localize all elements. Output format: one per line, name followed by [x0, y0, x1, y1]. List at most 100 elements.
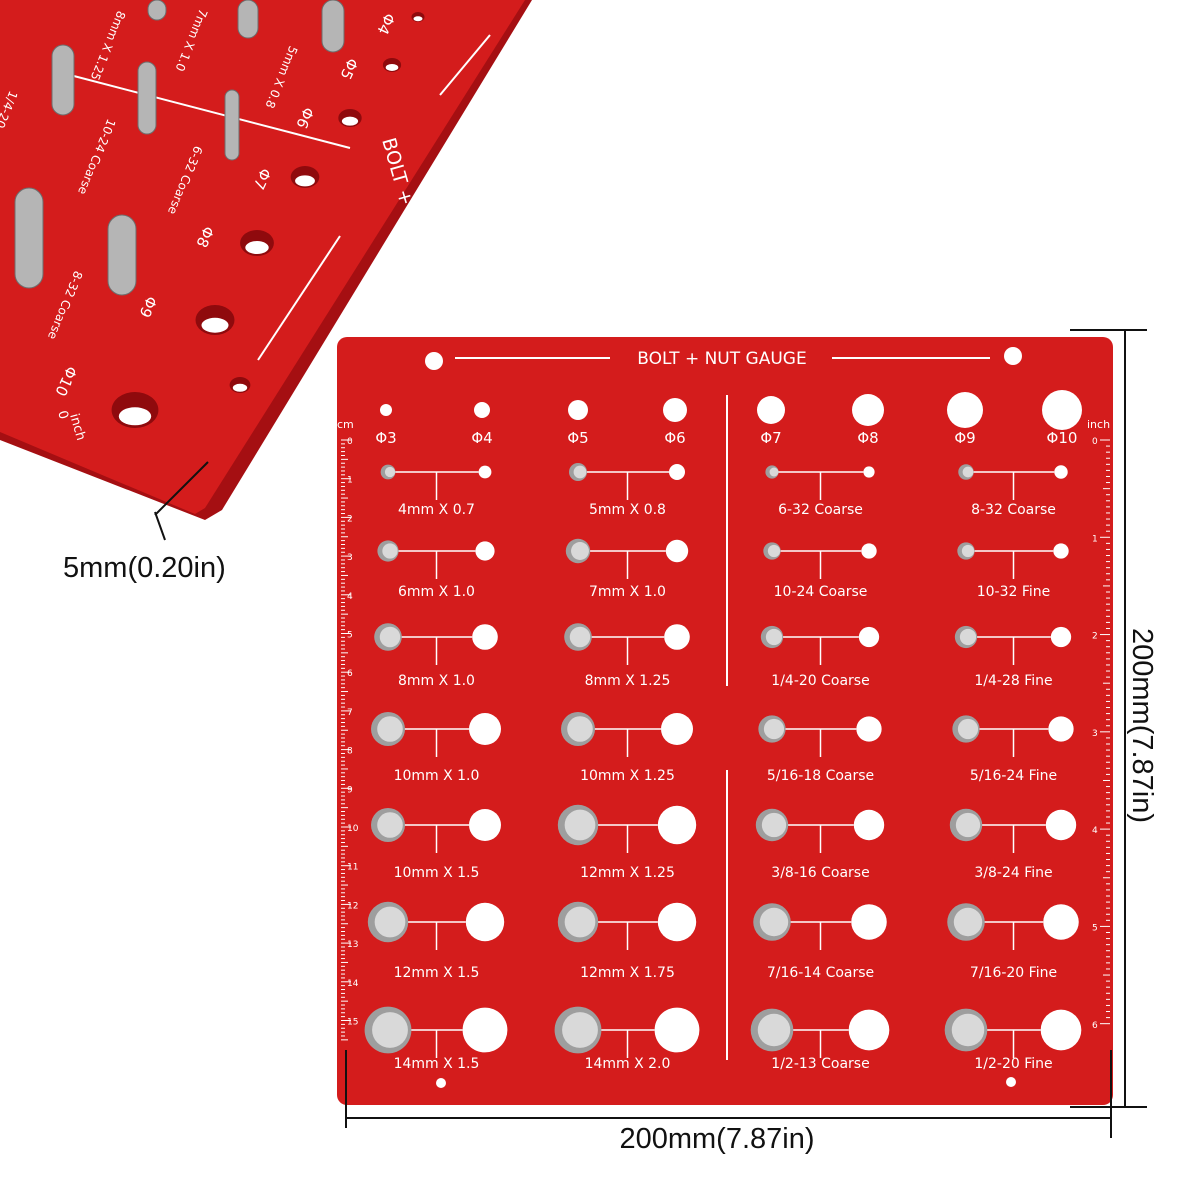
nut-hole	[853, 809, 885, 841]
thread-label: 12mm X 1.75	[580, 965, 675, 981]
ruler-right-label: 1	[1092, 534, 1098, 544]
nut-hole	[863, 466, 875, 478]
thread-label: 5/16-18 Coarse	[767, 768, 874, 784]
gauge-hole	[568, 400, 588, 420]
bolt-stud	[51, 44, 75, 116]
ruler-left-label: 1	[347, 476, 353, 486]
nut-hole	[478, 465, 492, 479]
gauge-slot: 12mm X 1.25	[557, 804, 697, 881]
gauge-slot: 7/16-20 Fine	[947, 903, 1079, 981]
gauge-slot: 10-24 Coarse	[763, 542, 877, 600]
gauge-slot: 10mm X 1.25	[561, 712, 693, 784]
hole-label: Φ10	[1047, 429, 1078, 447]
thread-label: 14mm X 1.5	[394, 1056, 480, 1072]
ruler-left-label: 10	[347, 824, 359, 834]
nut-hole	[475, 541, 495, 561]
thread-label: 8mm X 1.25	[585, 673, 671, 689]
thread-label: 1/4-20 Coarse	[771, 673, 869, 689]
thread-label: 5mm X 0.8	[589, 502, 666, 518]
gauge-slot: 1/4-20 Coarse	[760, 625, 880, 689]
thread-label: 12mm X 1.25	[580, 865, 675, 881]
gauge-slot: 10-32 Fine	[957, 542, 1069, 600]
perspective-ruler-zero: 0	[54, 409, 71, 421]
thickness-dimension: 5mm(0.20in)	[63, 552, 226, 584]
nut-hole	[661, 713, 693, 745]
nut-hole	[851, 904, 887, 940]
hole-label: Φ4	[471, 429, 492, 447]
gauge-slot: 10mm X 1.5	[371, 808, 501, 881]
nut-hole	[665, 539, 689, 563]
thread-label: 1/2-20 Fine	[974, 1056, 1052, 1072]
thread-label: 5/16-24 Fine	[970, 768, 1057, 784]
nut-hole	[465, 902, 505, 942]
nut-hole	[1050, 626, 1072, 648]
ruler-left-unit: cm	[337, 418, 354, 431]
gauge-slot: 12mm X 1.75	[557, 901, 697, 981]
thread-label: 10mm X 1.25	[580, 768, 675, 784]
thread-label: 7mm X 1.0	[589, 584, 666, 600]
gauge-hole	[852, 394, 884, 426]
gauge-slot: 14mm X 2.0	[554, 1006, 700, 1072]
thread-label: 10mm X 1.5	[394, 865, 480, 881]
ruler-left-label: 6	[347, 669, 353, 679]
ruler-left-label: 2	[347, 514, 353, 524]
nut-hole	[856, 716, 882, 742]
ruler-left-label: 12	[347, 901, 358, 911]
thread-label: 3/8-16 Coarse	[771, 865, 869, 881]
ruler-right-label: 6	[1092, 1021, 1098, 1031]
ruler-left-label: 13	[347, 940, 358, 950]
nut-hole	[1054, 465, 1068, 479]
nut-hole	[469, 713, 501, 745]
hole-label: Φ6	[664, 429, 685, 447]
thread-label: 4mm X 0.7	[398, 502, 475, 518]
nut-hole	[1048, 716, 1074, 742]
gauge-slot: 4mm X 0.7	[380, 464, 492, 518]
nut-hole	[1040, 1009, 1082, 1051]
ruler-left-label: 7	[347, 708, 353, 718]
gauge-slot: 7/16-14 Coarse	[753, 903, 887, 981]
gauge-slot: 1/2-20 Fine	[944, 1008, 1082, 1072]
thread-label: 14mm X 2.0	[585, 1056, 671, 1072]
nut-hole	[858, 626, 880, 648]
ruler-left-label: 5	[347, 631, 353, 641]
gauge-slot: 12mm X 1.5	[367, 901, 505, 981]
gauge-hole	[947, 392, 983, 428]
bolt-stud	[237, 0, 259, 39]
bolt-stud	[224, 89, 240, 161]
nut-hole	[462, 1007, 508, 1053]
nut-hole	[861, 543, 877, 559]
thread-label: 7/16-20 Fine	[970, 965, 1057, 981]
gauge-slot: 8-32 Coarse	[958, 464, 1068, 518]
gauge-hole	[474, 402, 490, 418]
nut-hole	[664, 624, 690, 650]
gauge-slot: 5/16-18 Coarse	[758, 715, 882, 784]
mount-hole	[436, 1078, 446, 1088]
nut-hole	[469, 809, 501, 841]
ruler-left-label: 9	[347, 785, 353, 795]
gauge-slot: 1/4-28 Fine	[954, 625, 1072, 689]
nut-hole	[657, 805, 697, 845]
thread-label: 10-24 Coarse	[774, 584, 868, 600]
mount-hole	[1006, 1077, 1016, 1087]
hole-label: Φ8	[857, 429, 878, 447]
gauge-slot: 6-32 Coarse	[765, 465, 875, 518]
thread-label: 10-32 Fine	[977, 584, 1051, 600]
gauge-hole	[663, 398, 687, 422]
gauge-plate	[337, 337, 1113, 1105]
bolt-stud	[321, 0, 345, 53]
thread-label: 3/8-24 Fine	[974, 865, 1052, 881]
ruler-left-label: 0	[347, 437, 353, 447]
bolt-stud	[107, 214, 137, 296]
gauge-slot: 8mm X 1.25	[564, 623, 690, 689]
gauge-hole	[1042, 390, 1082, 430]
ruler-right-label: 3	[1092, 729, 1098, 739]
hole-label: Φ3	[375, 429, 396, 447]
width-dimension: 200mm(7.87in)	[619, 1123, 814, 1155]
thread-label: 1/4-28 Fine	[974, 673, 1052, 689]
hole-label: Φ5	[567, 429, 588, 447]
thread-label: 10mm X 1.0	[394, 768, 480, 784]
plate-title: BOLT + NUT GAUGE	[637, 349, 806, 369]
ruler-left-label: 14	[347, 979, 359, 989]
thread-label: 1/2-13 Coarse	[771, 1056, 869, 1072]
